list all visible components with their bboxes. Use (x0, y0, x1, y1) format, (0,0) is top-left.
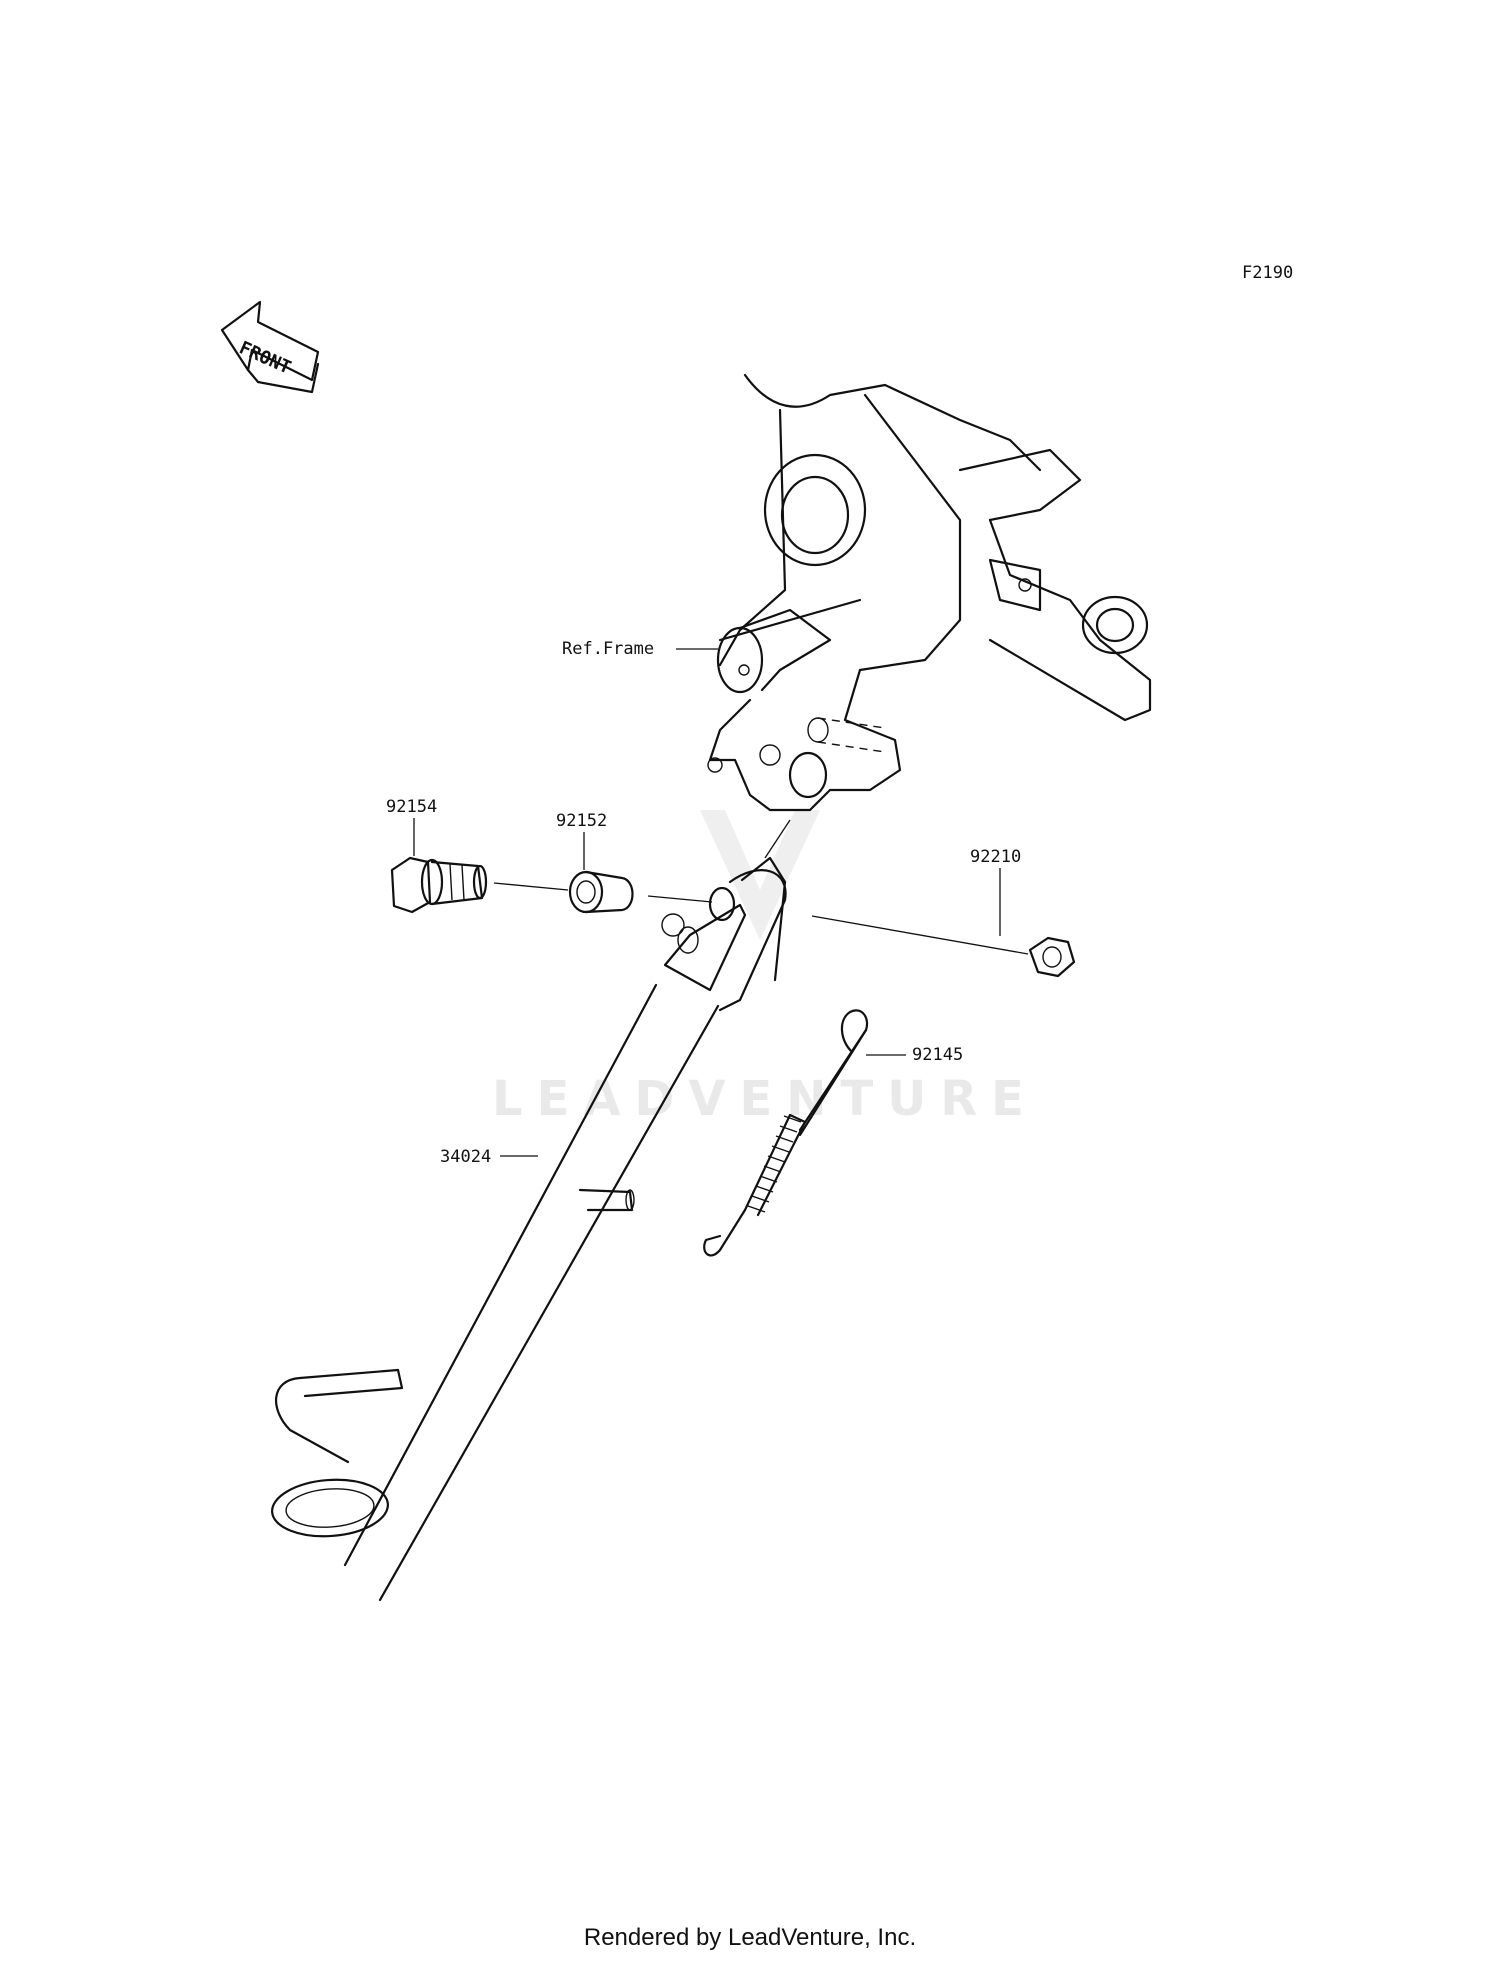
frame-assembly (707, 373, 1152, 812)
spring-part (703, 1009, 869, 1257)
collar-part (568, 870, 634, 914)
front-arrow-label: FRONT (236, 337, 294, 378)
front-arrow-icon: FRONT (220, 300, 320, 394)
ref-frame-label: Ref.Frame (562, 639, 654, 659)
footer-credit: Rendered by LeadVenture, Inc. (583, 1924, 917, 1951)
nut-part (1028, 936, 1076, 978)
figure-code: F2190 (1242, 263, 1293, 283)
callout-34024: 34024 (440, 1147, 491, 1167)
callout-92152: 92152 (556, 811, 607, 831)
callout-92210: 92210 (970, 847, 1021, 867)
side-stand-part (271, 856, 787, 1602)
callout-92154: 92154 (386, 797, 437, 817)
callout-92145: 92145 (912, 1045, 963, 1065)
bolt-part (390, 856, 488, 914)
watermark-text: LEADVENTURE (492, 1071, 1038, 1127)
leadventure-watermark: LEADVENTURE (492, 810, 1038, 1127)
